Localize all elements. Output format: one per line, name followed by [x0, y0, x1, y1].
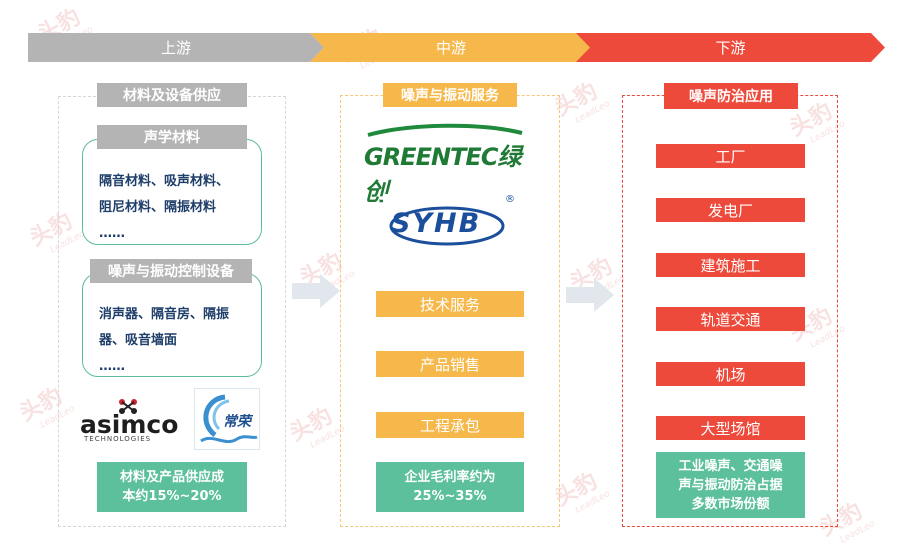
syhb-ring-icon — [389, 206, 505, 246]
application-item: 工厂 — [656, 144, 805, 168]
acoustic-materials-box: 隔音材料、吸声材料、 阻尼材料、隔振材料 …… — [82, 139, 262, 245]
greentec-swoosh-icon — [367, 123, 523, 137]
asimco-logo: asimco TECHNOLOGIES — [80, 398, 184, 444]
arrow-right-icon — [292, 274, 340, 308]
midstream-item: 技术服务 — [376, 291, 524, 317]
application-item: 轨道交通 — [656, 307, 805, 331]
changrong-logo: 常荣 — [194, 388, 260, 450]
asimco-mark-icon — [119, 399, 137, 414]
control-equipment-box: 消声器、隔音房、隔振 器、吸音墙面 …… — [82, 273, 262, 377]
midstream-item: 工程承包 — [376, 412, 524, 438]
midstream-item: 产品销售 — [376, 351, 524, 377]
stage-midstream: 中游 — [310, 33, 592, 62]
greentec-logo: GREENTEC绿创 — [362, 123, 540, 206]
midstream-title: 噪声与振动服务 — [383, 83, 517, 107]
application-item: 机场 — [656, 362, 805, 386]
syhb-logo: SYHB ® — [383, 194, 519, 262]
stage-downstream: 下游 — [576, 33, 885, 62]
control-equipment-title: 噪声与振动控制设备 — [90, 259, 252, 283]
application-item: 发电厂 — [656, 198, 805, 222]
application-item: 大型场馆 — [656, 416, 805, 440]
downstream-title: 噪声防治应用 — [664, 83, 798, 109]
upstream-cost-note: 材料及产品供应成本约15%~20% — [97, 462, 247, 512]
stage-upstream: 上游 — [28, 33, 324, 62]
upstream-title: 材料及设备供应 — [97, 83, 247, 107]
downstream-share-note: 工业噪声、交通噪声与振动防治占据多数市场份额 — [656, 452, 805, 518]
application-item: 建筑施工 — [656, 253, 805, 277]
acoustic-materials-title: 声学材料 — [97, 125, 247, 149]
arrow-right-icon — [566, 278, 614, 312]
changrong-wave-icon — [200, 394, 258, 444]
